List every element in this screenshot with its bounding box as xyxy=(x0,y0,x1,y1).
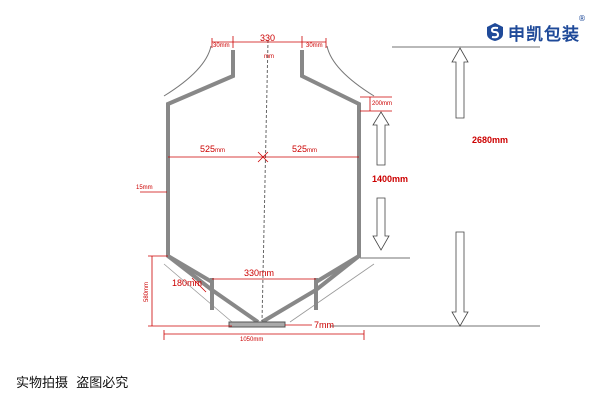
brand-name: 申凯包装 xyxy=(508,24,580,45)
corner-leader xyxy=(191,277,207,293)
left-outer-curve xyxy=(163,45,212,97)
bottom-section-value: 580mm xyxy=(144,282,150,302)
total-height-dimension xyxy=(330,46,540,327)
center-axis xyxy=(261,39,269,323)
brand-logo: 申凯包装 xyxy=(486,20,580,45)
middle-height-value: 1400mm xyxy=(372,174,408,184)
right-half-width-value: 525mm xyxy=(292,144,317,154)
tank-wall xyxy=(166,50,361,324)
wall-thickness-value: 15mm xyxy=(136,185,153,191)
tank-dimension-diagram: 330 mm 30mm 30mm 200mm 525mm 525mm 15mm … xyxy=(136,33,540,343)
neck-edge-left: 30mm xyxy=(213,43,230,49)
bottom-inner-value: 330mm xyxy=(244,268,274,278)
top-neck-dimension xyxy=(211,36,327,48)
top-neck-unit: mm xyxy=(264,54,274,60)
shoulder-value: 200mm xyxy=(372,101,392,107)
left-outer-bottom-line xyxy=(163,263,233,323)
middle-height-dimension xyxy=(360,111,410,259)
total-width-value: 1050mm xyxy=(240,337,263,343)
right-outer-curve xyxy=(326,45,375,97)
right-outer-bottom-line xyxy=(289,263,375,323)
s-shield-logo-icon xyxy=(487,23,503,41)
outlet-plate xyxy=(228,321,286,328)
total-width-dimension xyxy=(163,330,365,340)
corner-value: 180mm xyxy=(172,278,202,288)
left-half-width-value: 525mm xyxy=(200,144,225,154)
outlet-value: 7mm xyxy=(314,320,334,330)
caption: 实物拍摄 盗图必究 xyxy=(16,376,129,391)
top-neck-value: 330 xyxy=(260,33,275,43)
total-height-value: 2680mm xyxy=(472,135,508,145)
bottom-section-dimension xyxy=(148,255,232,327)
registered-mark: ® xyxy=(578,14,586,23)
neck-edge-right: 30mm xyxy=(306,43,323,49)
half-width-dimension xyxy=(168,151,359,163)
shoulder-dimension xyxy=(360,96,392,112)
